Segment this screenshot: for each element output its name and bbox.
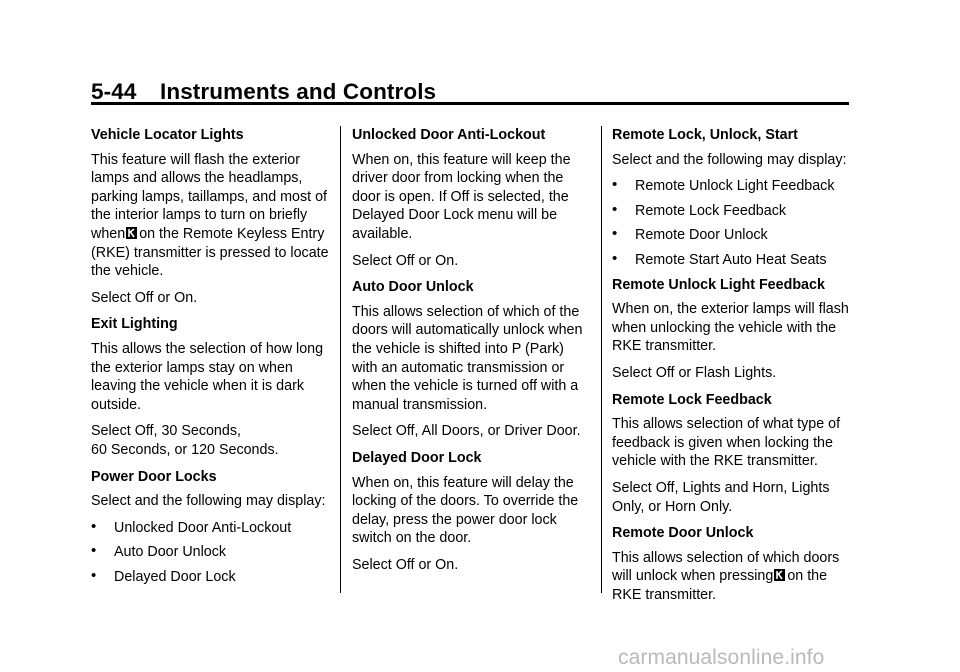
auto-door-unlock-heading: Auto Door Unlock xyxy=(352,279,474,296)
watermark: carmanualsonline.info xyxy=(618,646,825,669)
remote-lock-feedback-heading: Remote Lock Feedback xyxy=(612,391,772,408)
exit-lighting-select-options: Select Off, 30 Seconds,60 Seconds, or 12… xyxy=(91,422,331,459)
auto-door-unlock-text: This allows selection of which of the do… xyxy=(352,303,583,413)
delayed-door-lock-heading: Delayed Door Lock xyxy=(352,449,482,466)
list-item: Remote Unlock Light Feedback xyxy=(612,176,852,196)
rlf-select-options: Select Off, Lights and Horn, Lights Only… xyxy=(612,479,830,515)
exit-lighting-text: This allows the selection of how long th… xyxy=(91,340,324,413)
power-door-locks-heading: Power Door Locks xyxy=(91,468,217,485)
list-item: Auto Door Unlock xyxy=(91,542,331,562)
ddl-select-options: Select Off or On. xyxy=(352,556,459,573)
rulf-select-options: Select Off or Flash Lights. xyxy=(612,364,777,381)
column-divider-1 xyxy=(340,126,341,593)
delayed-door-lock-text: When on, this feature will delay the loc… xyxy=(352,474,579,547)
adu-select-options: Select Off, All Doors, or Driver Door. xyxy=(352,423,581,440)
remote-unlock-light-feedback-text: When on, the exterior lamps will flash w… xyxy=(612,301,849,355)
column-1: Vehicle Locator Lights This feature will… xyxy=(91,126,331,592)
power-door-locks-text: Select and the following may display: xyxy=(91,493,326,510)
unlocked-door-anti-lockout-heading: Unlocked Door Anti-Lockout xyxy=(352,127,546,143)
vehicle-locator-lights-text: This feature will flash the exterior lam… xyxy=(91,151,331,281)
udal-select-options: Select Off or On. xyxy=(352,252,459,269)
remote-lock-unlock-start-text: Select and the following may display: xyxy=(612,151,847,168)
vll-text-part-b: on the Remote Keyless Entry (RKE) transm… xyxy=(91,225,329,280)
page-header: 5-44 Instruments and Controls xyxy=(91,79,436,105)
list-item: Remote Door Unlock xyxy=(612,225,852,245)
unlocked-door-anti-lockout-text: When on, this feature will keep the driv… xyxy=(352,151,571,242)
remote-unlock-light-feedback-heading: Remote Unlock Light Feedback xyxy=(612,276,825,293)
vll-select-options: Select Off or On. xyxy=(91,289,198,306)
column-divider-2 xyxy=(601,126,602,593)
remote-lock-unlock-start-heading: Remote Lock, Unlock, Start xyxy=(612,127,798,143)
remote-door-unlock-text: This allows selection of which doors wil… xyxy=(612,549,852,605)
page-number: 5-44 xyxy=(91,79,137,104)
key-fob-button-icon xyxy=(774,569,786,582)
vll-text-part-a: This feature will flash the exterior lam… xyxy=(91,151,328,242)
exit-select-part-b: 60 Seconds, or 120 Seconds. xyxy=(91,441,279,458)
vehicle-locator-lights-heading: Vehicle Locator Lights xyxy=(91,127,244,143)
section-title: Instruments and Controls xyxy=(160,79,437,104)
remote-lock-feedback-text: This allows selection of what type of fe… xyxy=(612,416,841,470)
list-item: Unlocked Door Anti-Lockout xyxy=(91,518,331,538)
header-rule xyxy=(91,102,849,105)
remote-door-unlock-heading: Remote Door Unlock xyxy=(612,525,754,542)
exit-lighting-heading: Exit Lighting xyxy=(91,316,178,333)
column-2: Unlocked Door Anti-Lockout When on, this… xyxy=(352,126,592,582)
list-item: Delayed Door Lock xyxy=(91,567,331,587)
rdu-text-part-a: This allows selection of which doors wil… xyxy=(612,549,840,585)
list-item: Remote Start Auto Heat Seats xyxy=(612,250,852,270)
rdu-text-part-b: on the RKE transmitter. xyxy=(612,568,828,603)
key-fob-button-icon xyxy=(126,226,138,239)
list-item: Remote Lock Feedback xyxy=(612,201,852,221)
column-3: Remote Lock, Unlock, Start Select and th… xyxy=(612,126,852,612)
exit-select-part-a: Select Off, 30 Seconds, xyxy=(91,423,241,440)
